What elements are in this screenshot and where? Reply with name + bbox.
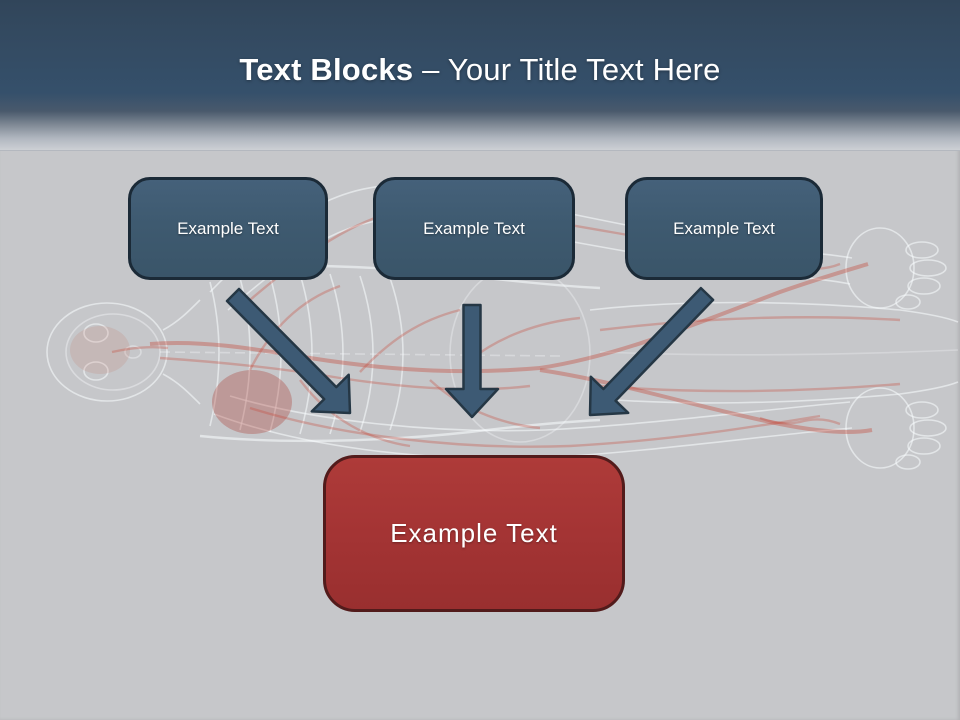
text-block-2-label: Example Text xyxy=(423,218,525,238)
connector-arrow-2 xyxy=(444,303,500,419)
main-text-block-label: Example Text xyxy=(390,518,558,548)
text-block-1-label: Example Text xyxy=(177,218,279,238)
connector-arrow-1 xyxy=(225,287,352,415)
page-title: Text Blocks – Your Title Text Here xyxy=(0,52,960,88)
text-block-3-label: Example Text xyxy=(673,218,775,238)
title-bar: Text Blocks – Your Title Text Here xyxy=(0,0,960,151)
text-block-3[interactable]: Example Text xyxy=(625,177,823,280)
text-block-1[interactable]: Example Text xyxy=(128,177,328,280)
text-block-2[interactable]: Example Text xyxy=(373,177,575,280)
title-regular-text: Your Title Text Here xyxy=(447,52,721,87)
title-bold-text: Text Blocks xyxy=(239,52,414,87)
main-text-block[interactable]: Example Text xyxy=(323,455,625,612)
connector-arrow-3 xyxy=(588,286,715,417)
title-separator: – xyxy=(413,52,448,87)
